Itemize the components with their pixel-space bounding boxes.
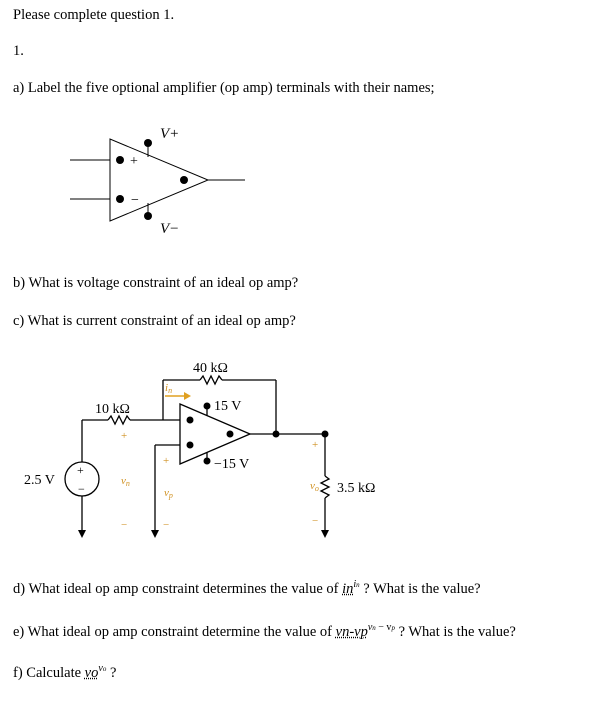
part-e-before: e) What ideal op amp constraint determin… bbox=[13, 624, 336, 640]
circuit-dot-supply-neg bbox=[203, 457, 211, 465]
circuit-dot-inverting bbox=[186, 416, 194, 424]
in-label: in bbox=[165, 382, 172, 395]
load-resistor-zigzag bbox=[319, 475, 331, 499]
part-d-text: d) What ideal op amp constraint determin… bbox=[13, 579, 481, 598]
input-resistor-label: 10 kΩ bbox=[95, 402, 130, 417]
circuit-dot-noninverting bbox=[186, 441, 194, 449]
part-d-after: ? What is the value? bbox=[359, 581, 481, 597]
part-e-after: ? What is the value? bbox=[394, 624, 516, 640]
source-plus-sign: + bbox=[77, 463, 84, 477]
supply-neg-label: −15 V bbox=[214, 457, 249, 472]
vplus-label: V+ bbox=[160, 126, 179, 142]
part-d-sup: in bbox=[353, 579, 359, 590]
node-output-junction bbox=[272, 430, 280, 438]
terminal-dot-inverting bbox=[116, 156, 124, 164]
part-d-sup-sub: n bbox=[356, 581, 360, 589]
vn-label: vn bbox=[121, 475, 130, 488]
feedback-resistor-zigzag bbox=[199, 374, 223, 386]
part-b-text: b) What is voltage constraint of an idea… bbox=[13, 275, 299, 291]
ground-arrow-p bbox=[151, 530, 159, 538]
question-number: 1. bbox=[13, 43, 24, 59]
input-resistor-zigzag bbox=[107, 414, 131, 426]
part-f-after: ? bbox=[106, 665, 117, 681]
circuit-dot-output bbox=[226, 430, 234, 438]
part-e-sup-p: p bbox=[391, 624, 395, 632]
part-e-sup: vn − vp bbox=[368, 622, 395, 633]
minus-sign-label: − bbox=[131, 193, 139, 208]
source-minus-sign: − bbox=[78, 482, 85, 496]
part-f-sup-v: v bbox=[98, 663, 103, 674]
vn-minus-mark: − bbox=[121, 519, 127, 531]
vo-plus-mark: + bbox=[312, 439, 318, 451]
vp-label: vp bbox=[164, 487, 173, 500]
supply-pos-label: 15 V bbox=[214, 399, 241, 414]
part-d-var: in bbox=[342, 581, 354, 597]
vminus-label: V− bbox=[160, 221, 179, 237]
part-f-before: f) Calculate bbox=[13, 665, 85, 681]
vp-minus-mark: − bbox=[163, 519, 169, 531]
part-e-sup-n: n bbox=[372, 624, 376, 632]
part-d-before: d) What ideal op amp constraint determin… bbox=[13, 581, 343, 597]
circuit-opamp-triangle bbox=[179, 403, 252, 465]
part-c-text: c) What is current constraint of an idea… bbox=[13, 313, 296, 329]
part-f-sup-o: o bbox=[102, 665, 107, 673]
source-voltage-label: 2.5 V bbox=[24, 473, 55, 488]
part-e-text: e) What ideal op amp constraint determin… bbox=[13, 622, 516, 641]
plus-sign-label: + bbox=[130, 154, 138, 169]
part-d-sup-letter: i bbox=[353, 579, 357, 590]
vp-plus-mark: + bbox=[163, 455, 169, 467]
terminal-dot-noninverting bbox=[116, 195, 124, 203]
load-resistor-label: 3.5 kΩ bbox=[337, 481, 375, 496]
node-load-junction bbox=[321, 430, 329, 438]
terminal-dot-output bbox=[180, 176, 188, 184]
part-a-text: a) Label the five optional amplifier (op… bbox=[13, 80, 435, 96]
part-f-sup: vo bbox=[98, 663, 106, 674]
part-f-var: vo bbox=[84, 665, 99, 681]
intro-text: Please complete question 1. bbox=[13, 7, 175, 23]
feedback-resistor-label: 40 kΩ bbox=[193, 361, 228, 376]
ground-arrow-load bbox=[321, 530, 329, 538]
circuit-dot-supply-pos bbox=[203, 402, 211, 410]
terminal-dot-vminus bbox=[144, 212, 152, 220]
vo-label: vo bbox=[310, 480, 319, 493]
ground-arrow-source bbox=[78, 530, 86, 538]
opamp-triangle bbox=[109, 138, 210, 222]
part-e-var: vn-vp bbox=[335, 624, 368, 640]
terminal-dot-vplus bbox=[144, 139, 152, 147]
vo-minus-mark: − bbox=[312, 515, 318, 527]
voltage-source-circle bbox=[64, 461, 100, 497]
part-e-sup-v1: v bbox=[367, 622, 373, 633]
part-f-text: f) Calculate vovo ? bbox=[13, 663, 117, 682]
current-in-arrow-head bbox=[184, 392, 191, 400]
part-e-sup-minus-v: − v bbox=[375, 622, 392, 633]
vn-plus-mark: + bbox=[121, 430, 127, 442]
